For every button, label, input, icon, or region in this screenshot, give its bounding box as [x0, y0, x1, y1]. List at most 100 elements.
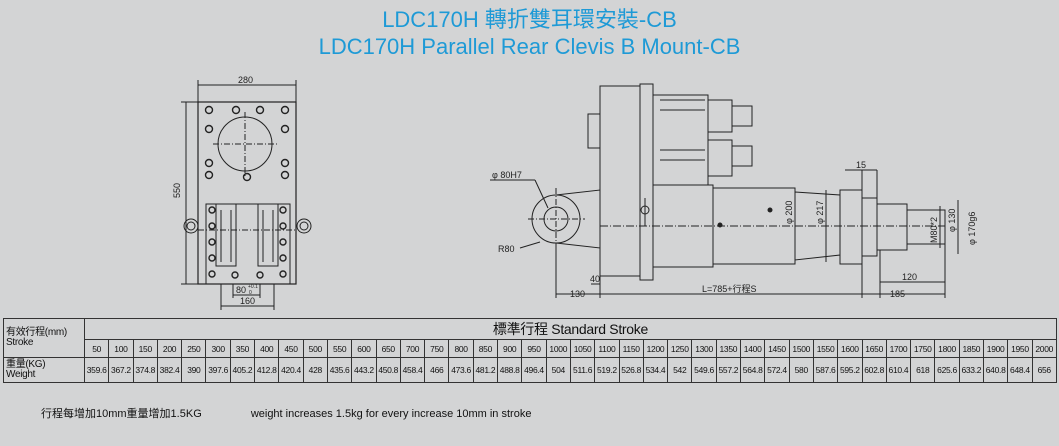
weight-cell: 473.6	[448, 357, 474, 383]
stroke-cell: 1200	[642, 339, 669, 358]
weight-cell: 390	[181, 357, 207, 383]
label-radius: R80	[498, 244, 515, 254]
weight-cell: 374.8	[132, 357, 158, 383]
stroke-label-en: Stroke	[6, 337, 34, 348]
weight-label: 重量(KG) Weight	[3, 357, 85, 383]
weight-cell: 488.8	[497, 357, 523, 383]
stroke-cell: 500	[302, 339, 328, 358]
stroke-cell: 300	[205, 339, 231, 358]
weight-cell: 496.4	[521, 357, 547, 383]
note-zh: 行程每增加10mm重量增加1.5KG	[41, 408, 202, 420]
weight-cell: 534.4	[642, 357, 669, 383]
weight-cell: 633.2	[958, 357, 984, 383]
weight-cell: 587.6	[812, 357, 839, 383]
stroke-cell: 850	[472, 339, 499, 358]
stroke-cell: 1600	[837, 339, 863, 358]
weight-cell: 618	[910, 357, 936, 383]
title-zh: LDC170H 轉折雙耳環安裝-CB	[382, 7, 677, 32]
weight-label-en: Weight	[6, 369, 36, 380]
dim-slot: 80	[236, 285, 246, 295]
weight-cell: 625.6	[934, 357, 960, 383]
dim-15: 15	[856, 160, 866, 170]
weight-cell: 504	[545, 357, 571, 383]
stroke-cell: 450	[278, 339, 304, 358]
weight-cell: 511.6	[569, 357, 596, 383]
dim-dia-217: φ 217	[815, 201, 825, 224]
weight-cell: 458.4	[399, 357, 426, 383]
stroke-cell: 1900	[982, 339, 1009, 358]
weight-cell: 435.6	[326, 357, 353, 383]
stroke-cell: 1150	[618, 339, 644, 358]
weight-cell: 397.6	[205, 357, 231, 383]
stroke-cell: 150	[132, 339, 158, 358]
weight-cell: 443.2	[351, 357, 377, 383]
weight-cell: 542	[667, 357, 693, 383]
weight-cell: 382.4	[156, 357, 183, 383]
stroke-cell: 200	[156, 339, 183, 358]
stroke-cell: 1050	[569, 339, 596, 358]
weight-cell: 466	[424, 357, 450, 383]
table-header: 標準行程 Standard Stroke	[84, 318, 1057, 340]
weight-cell: 428	[302, 357, 328, 383]
stroke-cell: 600	[351, 339, 377, 358]
dim-dia-200: φ 200	[784, 201, 794, 224]
weight-cell: 450.8	[375, 357, 401, 383]
label-thread: M80*2	[929, 217, 939, 243]
note-en: weight increases 1.5kg for every increas…	[250, 408, 532, 420]
weight-cell: 526.8	[618, 357, 644, 383]
weight-cell: 610.4	[885, 357, 912, 383]
dim-dia-170: φ 170g6	[967, 212, 977, 245]
title-en: LDC170H Parallel Rear Clevis B Mount-CB	[318, 34, 741, 59]
dim-length: L=785+行程S	[702, 283, 757, 294]
stroke-cell: 250	[181, 339, 207, 358]
stroke-cell: 1100	[594, 339, 620, 358]
stroke-cell: 1300	[691, 339, 717, 358]
stroke-label: 有效行程(mm) Stroke	[3, 318, 85, 358]
weight-cell: 481.2	[472, 357, 499, 383]
weight-cell: 412.8	[254, 357, 280, 383]
stroke-cell: 1450	[764, 339, 790, 358]
side-view	[490, 83, 959, 298]
weight-cell: 519.2	[594, 357, 620, 383]
stroke-cell: 1650	[861, 339, 887, 358]
stroke-cell: 1000	[545, 339, 571, 358]
weight-cell: 564.8	[740, 357, 766, 383]
front-view	[181, 80, 312, 310]
stroke-cell: 550	[326, 339, 353, 358]
weight-note: 行程每增加10mm重量增加1.5KG weight increases 1.5k…	[41, 405, 577, 421]
stroke-cell: 2000	[1031, 339, 1057, 358]
dim-40: 40	[590, 274, 600, 284]
stroke-cell: 750	[424, 339, 450, 358]
weight-cell: 405.2	[229, 357, 256, 383]
technical-drawing: 280 550 80 +0.1 0 160 φ 80H7 R80 40 130 …	[172, 75, 977, 310]
weight-cell: 557.2	[715, 357, 742, 383]
stroke-cell: 700	[399, 339, 426, 358]
stroke-cell: 1950	[1007, 339, 1033, 358]
dim-bottom: 160	[240, 296, 255, 306]
weight-cell: 656	[1031, 357, 1057, 383]
stroke-cell: 800	[448, 339, 474, 358]
weight-cell: 640.8	[982, 357, 1009, 383]
stroke-cell: 1800	[934, 339, 960, 358]
dim-dia-130: φ 130	[947, 209, 957, 232]
weight-cell: 648.4	[1007, 357, 1033, 383]
stroke-cell: 400	[254, 339, 280, 358]
stroke-cell: 1850	[958, 339, 984, 358]
stroke-cell: 1750	[910, 339, 936, 358]
label-bore: φ 80H7	[492, 170, 522, 180]
weight-cell: 367.2	[108, 357, 134, 383]
stroke-cell: 100	[108, 339, 134, 358]
stroke-cell: 50	[83, 339, 110, 358]
weight-cell: 595.2	[837, 357, 863, 383]
weight-cell: 602.8	[861, 357, 887, 383]
weight-cell: 580	[788, 357, 814, 383]
stroke-cell: 1250	[667, 339, 693, 358]
weight-cell: 420.4	[278, 357, 304, 383]
stroke-cell: 350	[229, 339, 256, 358]
stroke-cell: 1700	[885, 339, 912, 358]
weight-cell: 359.6	[83, 357, 110, 383]
weight-cell: 549.6	[691, 357, 717, 383]
dim-130: 130	[570, 289, 585, 299]
